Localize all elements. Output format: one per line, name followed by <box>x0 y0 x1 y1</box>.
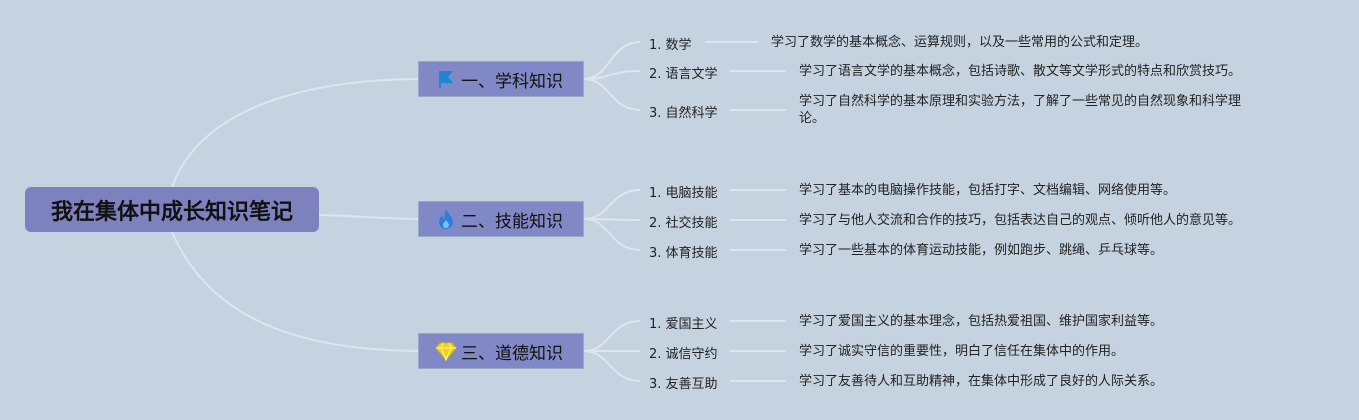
item-desc: 学习了数学的基本概念、运算规则，以及一些常用的公式和定理。 <box>771 35 1149 50</box>
branch-label: 一、学科知识 <box>461 71 563 92</box>
flag-icon <box>435 68 457 90</box>
item-desc: 学习了一些基本的体育运动技能，例如跑步、跳绳、乒乓球等。 <box>799 243 1164 258</box>
branch-label: 三、道德知识 <box>461 343 563 364</box>
branch-subject-knowledge[interactable]: 一、学科知识 <box>418 61 584 97</box>
item-language-literature[interactable]: 2. 语言文学 <box>649 67 718 82</box>
item-friendliness[interactable]: 3. 友善互助 <box>649 377 718 392</box>
item-desc-line: 论。 <box>799 111 826 126</box>
item-desc: 学习了语言文学的基本概念，包括诗歌、散文等文学形式的特点和欣赏技巧。 <box>799 64 1242 79</box>
branch-skill-knowledge[interactable]: 二、技能知识 <box>418 201 584 237</box>
item-desc: 学习了友善待人和互助精神，在集体中形成了良好的人际关系。 <box>799 374 1164 389</box>
flame-icon <box>435 208 457 230</box>
item-social-skills[interactable]: 2. 社交技能 <box>649 216 718 231</box>
item-patriotism[interactable]: 1. 爱国主义 <box>649 317 718 332</box>
root-title: 我在集体中成长知识笔记 <box>50 199 293 225</box>
item-desc: 学习了与他人交流和合作的技巧，包括表达自己的观点、倾听他人的意见等。 <box>799 213 1242 228</box>
item-computer-skills[interactable]: 1. 电脑技能 <box>649 186 718 201</box>
item-desc: 学习了诚实守信的重要性，明白了信任在集体中的作用。 <box>799 344 1125 359</box>
item-sports-skills[interactable]: 3. 体育技能 <box>649 246 718 261</box>
item-desc-line: 学习了自然科学的基本原理和实验方法，了解了一些常见的自然现象和科学理 <box>799 94 1242 109</box>
item-desc: 学习了爱国主义的基本理念，包括热爱祖国、维护国家利益等。 <box>799 314 1164 329</box>
branch-moral-knowledge[interactable]: 三、道德知识 <box>418 333 584 369</box>
item-desc: 学习了基本的电脑操作技能，包括打字、文档编辑、网络使用等。 <box>799 183 1177 198</box>
root-node[interactable]: 我在集体中成长知识笔记 <box>25 187 319 232</box>
item-desc: 学习了自然科学的基本原理和实验方法，了解了一些常见的自然现象和科学理 论。 <box>799 93 1299 127</box>
item-natural-science[interactable]: 3. 自然科学 <box>649 106 718 121</box>
branch-label: 二、技能知识 <box>461 211 563 232</box>
item-integrity[interactable]: 2. 诚信守约 <box>649 347 718 362</box>
item-math[interactable]: 1. 数学 <box>649 38 692 53</box>
diamond-icon <box>435 340 457 362</box>
